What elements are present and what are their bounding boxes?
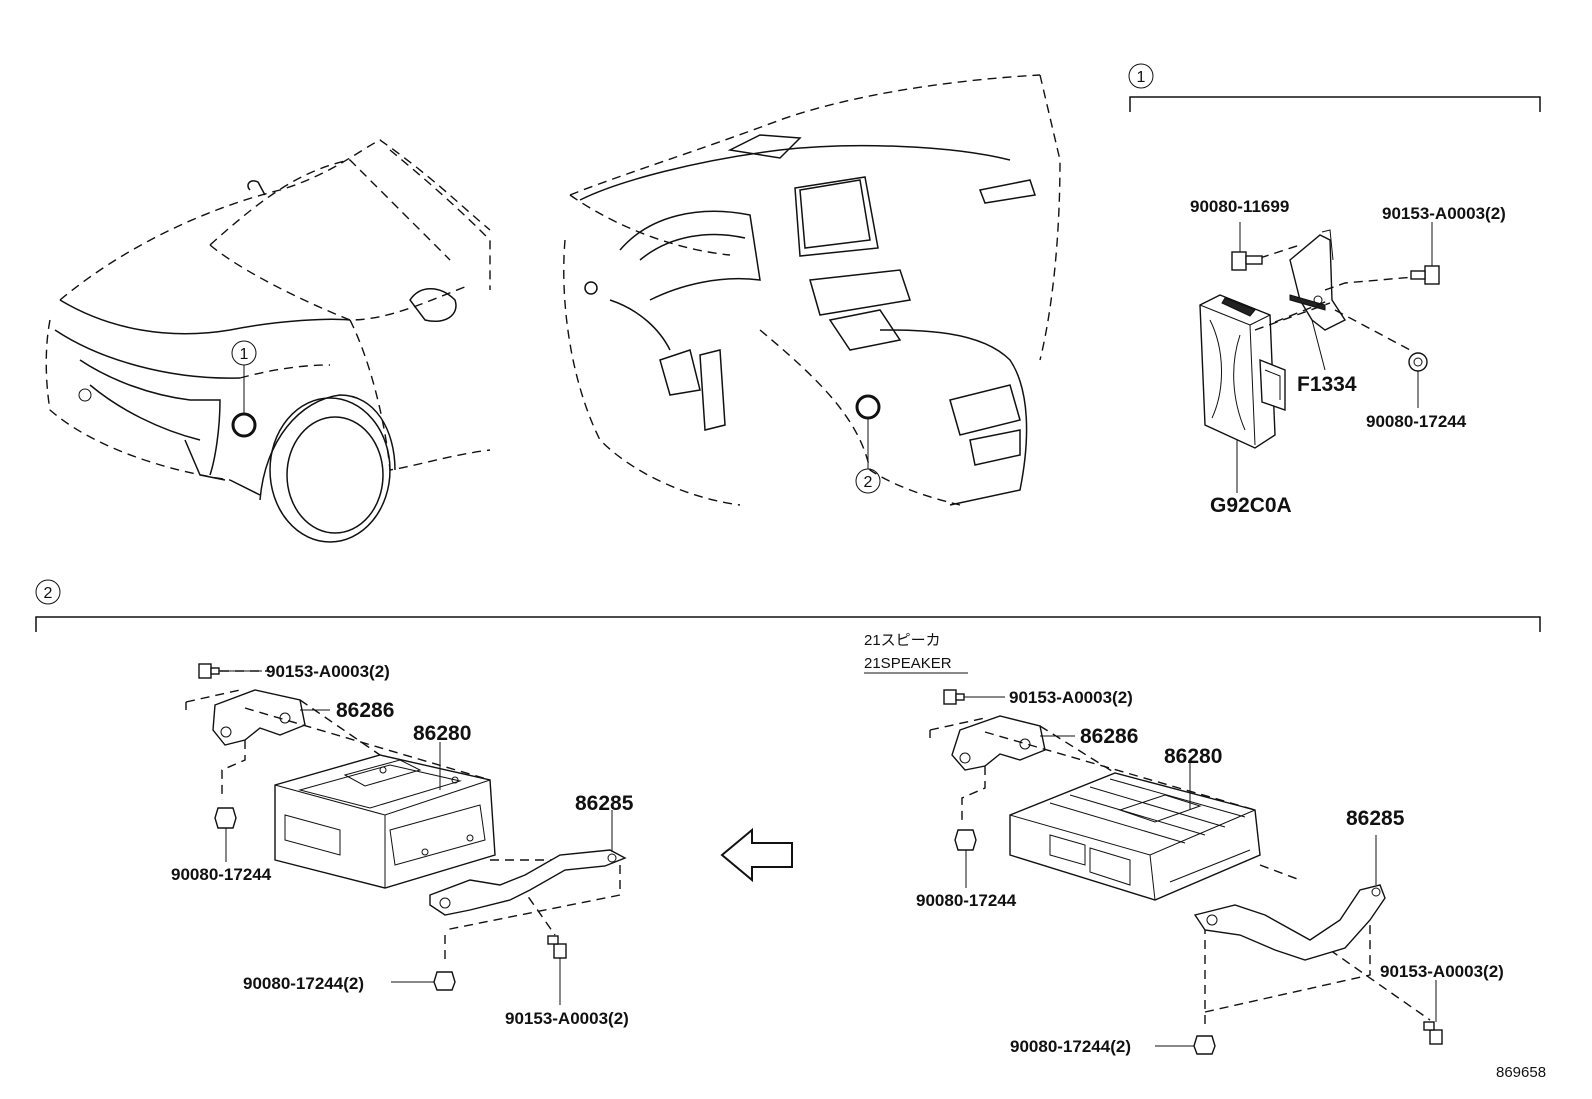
- nut-left-icon: [214, 807, 237, 829]
- label-90080-17244-left: 90080-17244: [171, 865, 272, 884]
- bolt-90153-A0003-icon: [1410, 222, 1440, 285]
- note-21-speaker-jp: 21スピーカ: [864, 632, 941, 649]
- left-amplifier-assembly: 90153-A0003(2) 86286 86280 86285 90080-1…: [171, 662, 634, 1028]
- label-86286-left: 86286: [336, 699, 394, 722]
- section-1-marker: 1: [1137, 69, 1146, 86]
- bolt-90080-11699-icon: [1231, 222, 1263, 271]
- arrow-left-icon: [720, 827, 793, 883]
- label-90080-17244-2-right: 90080-17244(2): [1010, 1037, 1131, 1056]
- screw-top-right-icon: [943, 689, 965, 705]
- label-90080-11699: 90080-11699: [1190, 197, 1289, 216]
- car-exterior-illustration: 1: [45, 139, 491, 543]
- section-2-detail: 2: [35, 579, 1541, 1056]
- label-90153-A0003-left-top: 90153-A0003(2): [266, 662, 390, 681]
- callout-2-interior: 2: [864, 474, 873, 491]
- section-1-detail: 1: [1128, 63, 1541, 517]
- note-21-speaker-en: 21SPEAKER: [864, 655, 952, 672]
- label-F1334: F1334: [1297, 373, 1357, 396]
- label-86280-left: 86280: [413, 722, 471, 745]
- label-90153-A0003-left-bottom: 90153-A0003(2): [505, 1009, 629, 1028]
- screw-top-left-icon: [198, 663, 220, 679]
- nut-bottom-left-icon: [433, 971, 456, 991]
- label-86285-right: 86285: [1346, 807, 1405, 830]
- diagram-id: 869658: [1496, 1064, 1546, 1081]
- nut-90080-17244-icon: [1408, 352, 1428, 408]
- label-86280-right: 86280: [1164, 745, 1222, 768]
- screw-bottom-left-icon: [547, 935, 567, 959]
- section-2-marker: 2: [44, 585, 53, 602]
- car-interior-illustration: 2: [563, 74, 1061, 506]
- label-90080-17244-s1: 90080-17244: [1366, 412, 1467, 431]
- label-86285-left: 86285: [575, 792, 634, 815]
- label-86286-right: 86286: [1080, 725, 1138, 748]
- label-90080-17244-right: 90080-17244: [916, 891, 1017, 910]
- label-G92C0A: G92C0A: [1210, 494, 1292, 517]
- label-90153-A0003-right-side: 90153-A0003(2): [1380, 962, 1504, 981]
- screw-right-icon: [1423, 1021, 1443, 1045]
- label-90153-A0003-right-top: 90153-A0003(2): [1009, 688, 1133, 707]
- nut-left-right-assembly-icon: [954, 829, 977, 851]
- label-90153-A0003-s1: 90153-A0003(2): [1382, 204, 1506, 223]
- label-90080-17244-2-left: 90080-17244(2): [243, 974, 364, 993]
- right-amplifier-assembly: 21スピーカ 21SPEAKER: [864, 632, 1504, 1056]
- nut-bottom-right-icon: [1193, 1035, 1216, 1055]
- callout-1-car: 1: [240, 346, 249, 363]
